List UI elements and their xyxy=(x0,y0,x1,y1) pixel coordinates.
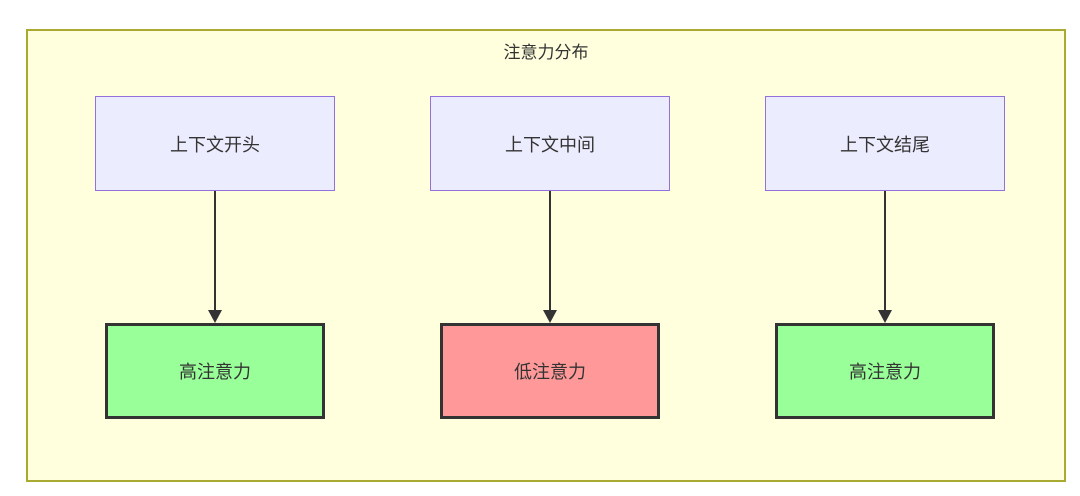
node-high-attention-1: 高注意力 xyxy=(105,323,325,419)
arrowhead-icon xyxy=(208,310,222,323)
arrow-line xyxy=(884,191,886,311)
node-high-attention-2: 高注意力 xyxy=(775,323,995,419)
cluster-attention-distribution: 注意力分布 上下文开头 高注意力 上下文中间 低注意力 上下文结尾 xyxy=(26,29,1066,482)
arrowhead-icon xyxy=(878,310,892,323)
node-context-end: 上下文结尾 xyxy=(765,96,1005,191)
arrow-line xyxy=(214,191,216,311)
node-context-middle: 上下文中间 xyxy=(430,96,670,191)
arrow-line xyxy=(549,191,551,311)
arrow-down-1 xyxy=(208,191,222,323)
diagram-title: 注意力分布 xyxy=(503,43,589,62)
arrow-down-3 xyxy=(878,191,892,323)
arrowhead-icon xyxy=(543,310,557,323)
node-low-attention: 低注意力 xyxy=(440,323,660,419)
arrow-down-2 xyxy=(543,191,557,323)
node-context-start: 上下文开头 xyxy=(95,96,335,191)
